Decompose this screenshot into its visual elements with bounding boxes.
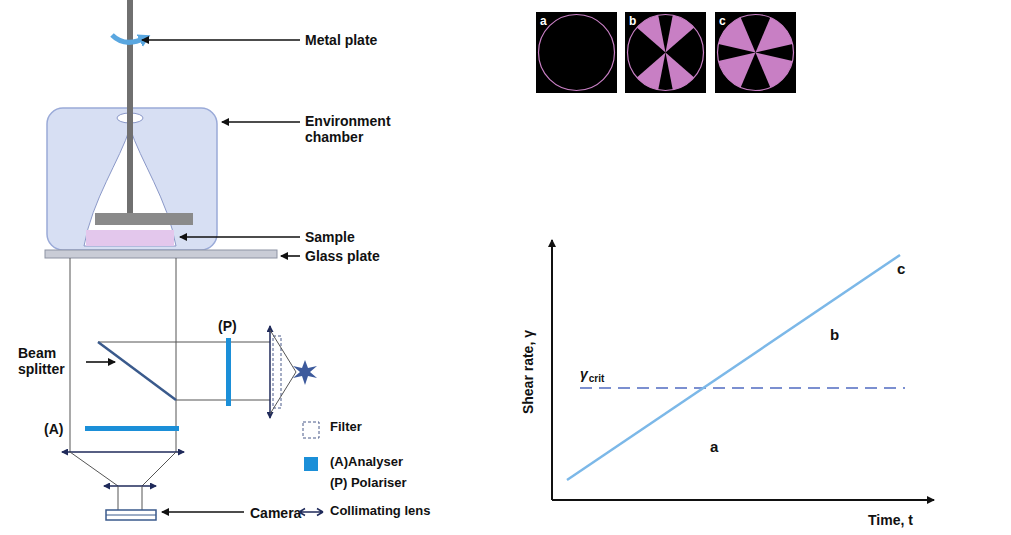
panel-letter: b [629,14,636,28]
threshold-label: γ [580,366,588,382]
axis-title: Shear rate, γ [520,330,536,414]
image-panel: b [625,12,706,93]
region-letter: a [710,438,718,455]
region-letter: c [897,260,905,277]
region-letter: b [830,326,839,343]
birefringence-pattern [536,12,617,93]
part-label: Environment chamber [305,113,420,145]
panel-letter: a [540,14,547,28]
legend-swatch [304,457,318,471]
image-panel: a [536,12,617,93]
part-label: Beam splitter [18,345,84,377]
legend-label: (A)Analyser [330,455,403,470]
axis-title: Time, t [868,512,913,528]
panel-letter: c [719,14,726,28]
image-panel: c [715,12,796,93]
birefringence-pattern [715,12,796,93]
legend-swatch [302,421,320,439]
legend-label: (P) Polariser [330,476,407,491]
part-label: Metal plate [305,32,377,48]
part-label: (P) [218,318,237,334]
part-label: Sample [305,229,355,245]
threshold-subscript: crit [589,373,605,385]
legend-label: Collimating lens [330,504,430,519]
legend-swatch [298,507,324,517]
birefringence-pattern [625,12,706,93]
legend-label: Filter [330,420,362,435]
part-label: Camera [250,505,301,521]
part-label: (A) [44,421,63,437]
part-label: Glass plate [305,248,380,264]
